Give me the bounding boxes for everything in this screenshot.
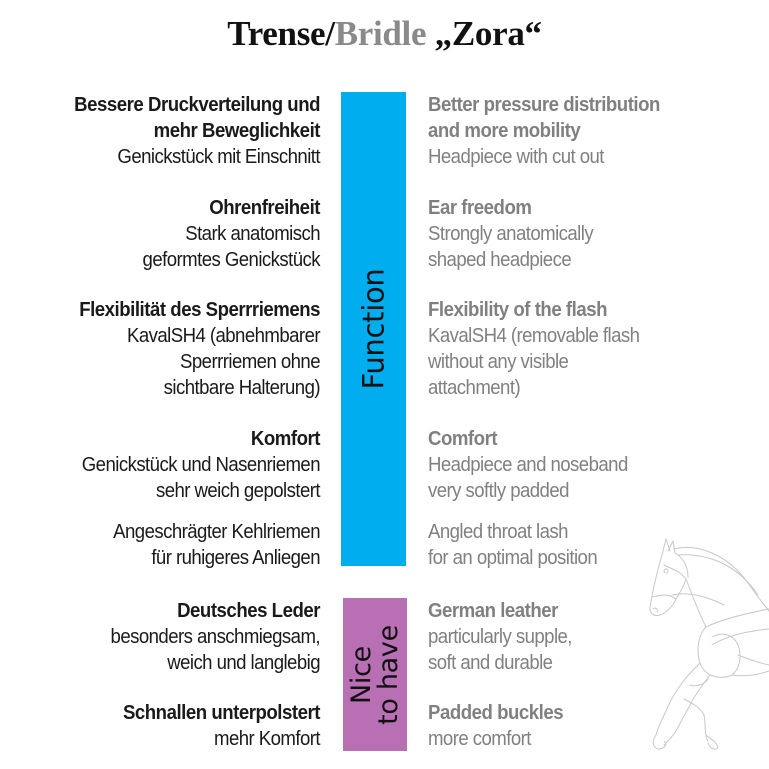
feature-text: besonders anschmiegsam,	[110, 626, 321, 648]
feature-text: Stark anatomisch	[185, 223, 320, 245]
feature-text: particularly supple,	[428, 626, 572, 648]
feature-text: Genickstück und Nasenriemen	[81, 454, 321, 476]
feature-de-7: Schnallen unterpolstert mehr Komfort	[0, 700, 321, 752]
feature-heading: Flexibilität des Sperrriemens	[79, 299, 321, 321]
feature-text: Angeschrägter Kehlriemen	[113, 521, 320, 543]
feature-heading: Deutsches Leder	[177, 600, 320, 622]
function-label: Function	[356, 268, 391, 390]
feature-de-5: Angeschrägter Kehlriemen für ruhigeres A…	[0, 519, 320, 571]
page-title: Trense/Bridle „Zora“	[0, 12, 769, 56]
function-category-bar: Function	[341, 92, 406, 566]
feature-text: for an optimal position	[428, 547, 598, 569]
horse-sketch-icon	[649, 538, 769, 750]
feature-text: KavalSH4 (removable flash	[428, 325, 640, 347]
feature-en-2: Ear freedom Strongly anatomically shaped…	[428, 195, 769, 273]
feature-en-1: Better pressure distribution and more mo…	[428, 92, 769, 170]
feature-text: more comfort	[428, 728, 531, 750]
feature-de-4: Komfort Genickstück und Nasenriemen sehr…	[0, 426, 321, 504]
feature-en-5: Angled throat lash for an optimal positi…	[428, 519, 769, 571]
feature-text: Headpiece with cut out	[428, 146, 604, 168]
feature-heading: Ohrenfreiheit	[209, 197, 320, 219]
feature-heading: Padded buckles	[428, 702, 564, 724]
feature-text: soft and durable	[428, 652, 553, 674]
feature-heading: mehr Beweglichkeit	[153, 120, 321, 142]
feature-text: Sperrriemen ohne	[180, 351, 321, 373]
feature-en-4: Comfort Headpiece and noseband very soft…	[428, 426, 769, 504]
feature-en-7: Padded buckles more comfort	[428, 700, 769, 752]
feature-heading: Komfort	[250, 428, 321, 450]
feature-text: very softly padded	[428, 480, 569, 502]
feature-text: weich und langlebig	[167, 652, 320, 674]
feature-text: Strongly anatomically	[428, 223, 594, 245]
feature-text: without any visible	[428, 351, 569, 373]
nice-to-have-label-line1: Nice	[346, 645, 377, 704]
title-product-name: „Zora“	[426, 14, 542, 53]
feature-text: sichtbare Halterung)	[163, 377, 321, 399]
feature-de-2: Ohrenfreiheit Stark anatomisch geformtes…	[0, 195, 321, 273]
feature-en-3: Flexibility of the flash KavalSH4 (remov…	[428, 297, 769, 401]
feature-text: für ruhigeres Anliegen	[151, 547, 320, 569]
feature-en-6: German leather particularly supple, soft…	[428, 598, 769, 676]
feature-text: Headpiece and noseband	[428, 454, 628, 476]
feature-text: mehr Komfort	[214, 728, 321, 750]
feature-heading: Flexibility of the flash	[428, 299, 608, 321]
feature-text: Genickstück mit Einschnitt	[117, 146, 320, 168]
feature-text: geformtes Genickstück	[142, 249, 321, 271]
nice-to-have-label: Nice to have	[346, 624, 404, 725]
title-german: Trense/	[227, 14, 335, 53]
feature-de-1: Bessere Druckverteilung und mehr Bewegli…	[0, 92, 320, 170]
feature-text: KavalSH4 (abnehmbarer	[126, 325, 321, 347]
feature-de-3: Flexibilität des Sperrriemens KavalSH4 (…	[0, 297, 320, 401]
nice-to-have-category-bar: Nice to have	[343, 598, 407, 751]
feature-heading: Schnallen unterpolstert	[122, 702, 321, 724]
feature-heading: German leather	[428, 600, 558, 622]
feature-text: shaped headpiece	[428, 249, 572, 271]
feature-heading: Better pressure distribution	[428, 94, 660, 116]
feature-text: sehr weich gepolstert	[155, 480, 321, 502]
feature-heading: Ear freedom	[428, 197, 532, 219]
feature-text: Angled throat lash	[428, 521, 568, 543]
nice-to-have-label-line2: to have	[373, 624, 404, 725]
feature-heading: Comfort	[428, 428, 498, 450]
feature-de-6: Deutsches Leder besonders anschmiegsam, …	[0, 598, 321, 676]
feature-text: attachment)	[428, 377, 521, 399]
title-english: Bridle	[334, 14, 427, 53]
feature-heading: and more mobility	[428, 120, 581, 142]
feature-heading: Bessere Druckverteilung und	[74, 94, 320, 116]
